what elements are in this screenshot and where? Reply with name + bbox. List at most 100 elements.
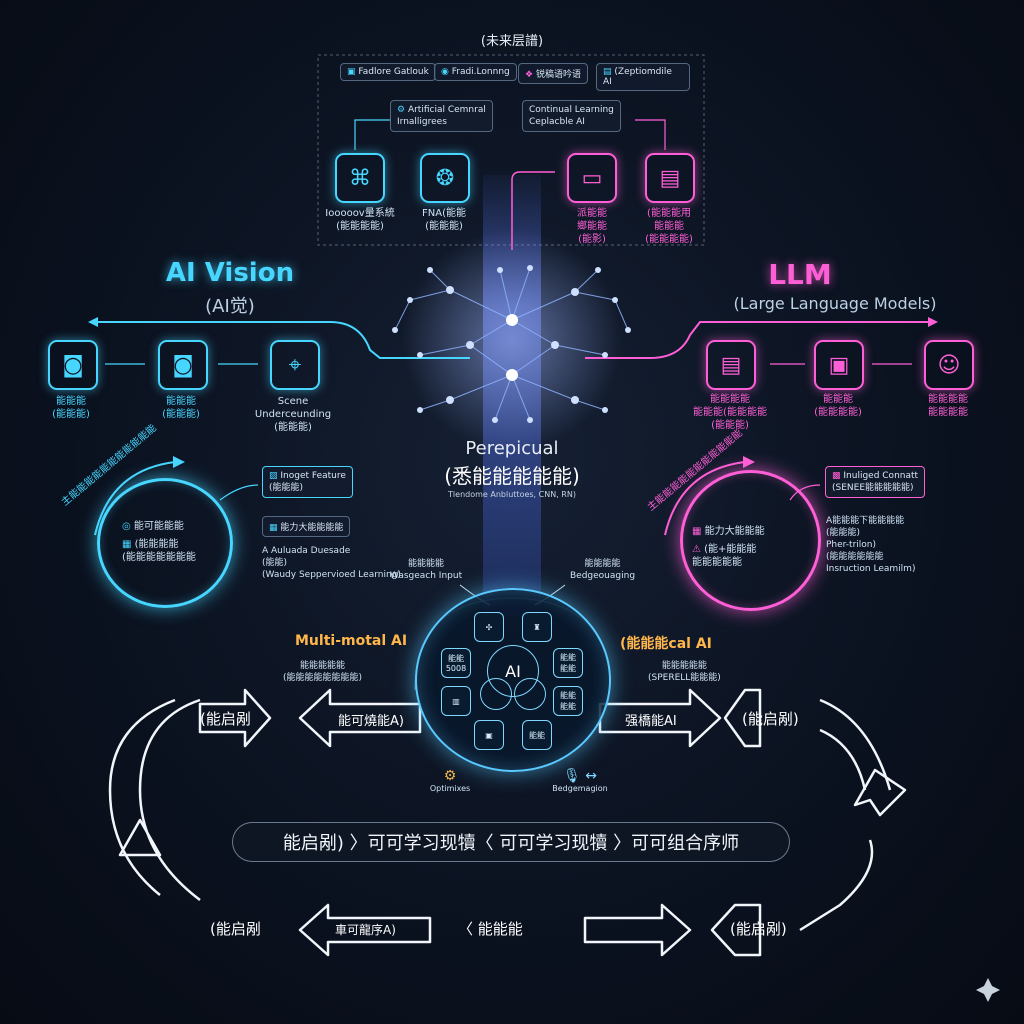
- vision-step-1-label: 能能能 (能能能): [52, 396, 90, 420]
- llm-content-box: ▩ Inuliged Connatt (SENEE能能能能能): [825, 466, 926, 498]
- top-tabs: ▣ Fadlore Gatlouk ◉ Fradi.Lonnng ❖ 锐稿语吟语…: [340, 63, 690, 91]
- center-item-2[interactable]: ♜: [522, 612, 552, 642]
- loop-top-right: (能启剐): [742, 710, 799, 728]
- center-item-7[interactable]: ▣: [474, 720, 504, 750]
- center-title: Perepicual: [465, 438, 559, 459]
- llm-arc: [664, 461, 746, 536]
- vision-title: AI Vision: [165, 258, 295, 288]
- vision-step-2-label: 能能能 (能能能): [162, 396, 200, 420]
- core-label: AI: [505, 661, 521, 681]
- core-venn: [480, 678, 512, 710]
- center-item-3[interactable]: 能能 5008: [441, 648, 471, 678]
- top-left-connector: [354, 119, 390, 150]
- tool-icon: ⚙: [397, 105, 406, 115]
- user-icon: ◎: [122, 521, 131, 532]
- loop-arrows: [108, 688, 907, 957]
- vision-arrowhead: [88, 317, 98, 327]
- center-item-1[interactable]: ✣: [474, 612, 504, 642]
- llm-title: LLM: [768, 258, 832, 291]
- center-caption: Tlendome Anbluttoes, CNN, RN): [448, 490, 576, 499]
- top-left-label-1: Iooooov量系統 (能能能能): [325, 208, 395, 232]
- center-core: AI: [487, 645, 539, 697]
- top-left-label-2: FNA(能能 (能能能): [422, 208, 466, 232]
- top-right-label-2: (能能能用 能能能 (能能能能): [645, 208, 693, 245]
- llm-step-3-label: 能能能能 能能能能: [928, 394, 968, 418]
- vision-notes: A Auluada Duesade (能能) (Waudy Seppervioe…: [262, 546, 401, 580]
- image-icon: ▨: [269, 471, 278, 481]
- tab-fadlore[interactable]: ▣ Fadlore Gatlouk: [340, 63, 436, 81]
- tab-brain[interactable]: ❖ 锐稿语吟语: [518, 63, 588, 84]
- center-left-tag: 能能能能 Wasgeach Input: [390, 559, 463, 581]
- center-item-8[interactable]: 能能: [522, 720, 552, 750]
- vision-feature-box: ▨ Inoget Feature (能能能): [262, 466, 353, 498]
- square-icon: ▣: [347, 67, 356, 77]
- top-connector: [511, 171, 555, 250]
- network-nodes: [392, 265, 631, 423]
- loop-bottom-right: (能启剐): [730, 920, 787, 938]
- vision-ring-item-1: ◎ 能可能能能: [122, 521, 184, 532]
- top-title: (未来层譜): [480, 34, 544, 49]
- sparkle-icon: [976, 978, 1000, 1002]
- grid-icon: ▦: [269, 523, 278, 533]
- multimodal-title: Multi-motal AI: [295, 633, 408, 649]
- vision-arc: [94, 461, 176, 536]
- llm-arrowhead: [928, 317, 938, 327]
- monitor-icon: ▣: [485, 730, 493, 740]
- llm-notes: A能能能下能能能能 (能能能) Pher-trilon) (能能能能能能 Ins…: [826, 516, 916, 574]
- llm-ring-item-1: ▦ 能力大能能能: [692, 526, 765, 537]
- vision-ring: [97, 478, 233, 608]
- scan-icon: ⌖: [270, 340, 320, 390]
- chat-icon: ▭: [567, 153, 617, 203]
- file-icon: ▥: [452, 696, 460, 706]
- vision-step-3-label: Scene Underceunding (能能能): [254, 396, 332, 433]
- network-icon: ⌘: [335, 153, 385, 203]
- cycle-pill: 能启剐) 〉可可学习现犢〈 可可学习现犢 〉可可组合序师: [232, 822, 790, 862]
- center-item-6[interactable]: 能能 能能: [553, 686, 583, 716]
- right-ai-title: (能能能cal AI: [620, 636, 712, 652]
- tab-zeptiomdile[interactable]: ▤ (Zeptiomdile AI: [596, 63, 690, 91]
- loop-top-left: (能启剐: [200, 710, 251, 728]
- center-item-4[interactable]: 能能 能能: [553, 648, 583, 678]
- center-bottom-left: ⚙ Optimixes: [425, 768, 475, 793]
- brain-icon: ❂: [420, 153, 470, 203]
- llm-step-2-label: 能能能 (能能能能): [814, 394, 862, 418]
- right-ai-sub: 能能能能能 (SPERELL能能能): [648, 661, 721, 683]
- vision-subtitle: (AI觉): [205, 296, 255, 317]
- screen-icon: ▤: [706, 340, 756, 390]
- center-item-5[interactable]: ▥: [441, 686, 471, 716]
- person-icon: ☺: [924, 340, 974, 390]
- vision-ring-item-2: ▦ (能能能能 (能能能能能能能: [122, 539, 196, 563]
- camera-icon: ◙: [48, 340, 98, 390]
- robot-icon: ♜: [533, 622, 541, 632]
- table-icon: ▦: [692, 526, 702, 537]
- camera-icon: ◙: [158, 340, 208, 390]
- llm-ring: [680, 470, 821, 611]
- llm-subtitle: (Large Language Models): [733, 294, 937, 313]
- document-icon: ▤: [645, 153, 695, 203]
- center-right-tag: 能能能能 Bedgeouaging: [570, 559, 636, 581]
- eye-icon: ◉: [441, 67, 449, 77]
- vision-connector: [90, 321, 470, 359]
- loop-arrow-right: 强橋能AI: [625, 714, 677, 729]
- puzzle-icon: ✣: [485, 622, 493, 632]
- vision-feature-item: ▦ 能力大能能能能: [262, 516, 351, 537]
- neural-network: [394, 267, 629, 421]
- user-card-icon: ▣: [814, 340, 864, 390]
- multimodal-sub: 能能能能能 (能能能能能能能能): [283, 661, 363, 683]
- llm-ring-item-2: ⚠ (能+能能能 能能能能能: [692, 544, 757, 568]
- llm-step-1-label: 能能能能 能能能(能能能能 (能能能): [693, 394, 767, 431]
- top-box-artificial: ⚙ Artificial Cemnral Irnalligrees: [390, 100, 493, 132]
- tab-fradi[interactable]: ◉ Fradi.Lonnng: [434, 63, 517, 81]
- loop-bottom-left: (能启剐: [210, 920, 261, 938]
- vision-feature-connector: [219, 484, 259, 501]
- loop-arrow-left: 能可燒能A): [338, 714, 404, 729]
- network-glow: [402, 230, 622, 450]
- loop-bottom-arrow-1: 車可龍序A): [335, 923, 396, 937]
- loop-bottom-mid: 〈 能能能: [458, 920, 523, 938]
- center-hub: [415, 588, 611, 772]
- warning-icon: ⚠: [692, 544, 701, 555]
- chip-icon: ▤: [603, 67, 612, 77]
- gear-icon: ⚙: [443, 768, 457, 784]
- top-box-continual: Continual Learning Ceplacble AI: [522, 100, 621, 132]
